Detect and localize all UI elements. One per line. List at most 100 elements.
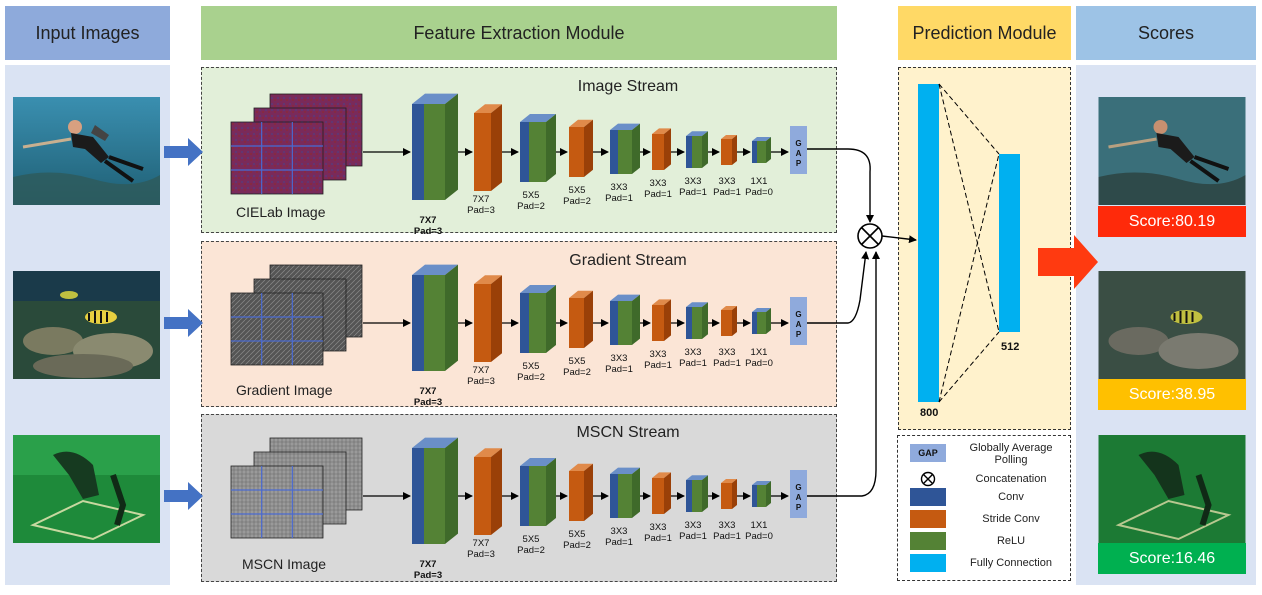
block-side	[584, 119, 593, 177]
gap-letter: P	[796, 503, 802, 512]
block-top	[686, 302, 708, 307]
gap-block	[790, 470, 807, 518]
output-arrow	[1038, 235, 1098, 289]
layer-block-5	[610, 123, 640, 174]
layer-label-1: 7X7 Pad=3	[413, 559, 443, 581]
stride-conv-face	[721, 310, 732, 336]
block-side	[445, 93, 458, 200]
relu-face	[529, 293, 546, 353]
block-top	[752, 481, 771, 485]
legend-row-gap: GAP Globally Average Polling	[898, 442, 1072, 466]
layer-block-2	[474, 448, 502, 535]
concatenation-icon	[920, 471, 936, 487]
block-top	[569, 119, 593, 127]
gap-block	[790, 126, 807, 174]
layer-block-1	[412, 264, 458, 371]
block-side	[766, 481, 771, 507]
layer-block-4	[569, 119, 593, 177]
mscn-caption: MSCN Image	[242, 556, 327, 572]
block-top	[610, 294, 640, 301]
relu-face	[618, 130, 632, 174]
mscn-stream-title: MSCN Stream	[576, 424, 680, 441]
layer-block-3	[520, 285, 556, 353]
connection-mscn-stream	[807, 251, 880, 497]
gap-letter: G	[795, 139, 801, 148]
relu-swatch	[910, 532, 946, 550]
layer-block-5	[610, 467, 640, 518]
block-top	[721, 135, 737, 139]
layer-label-2: 7X7 Pad=3	[467, 365, 495, 387]
image-stream-title: Image Stream	[577, 78, 679, 95]
block-side	[766, 137, 771, 163]
legend-row-fc: Fully Connection	[898, 554, 1072, 574]
scores-title: Scores	[1137, 22, 1195, 43]
layer-label-4: 5X5 Pad=2	[563, 185, 591, 207]
layer-label-5: 3X3 Pad=1	[605, 526, 633, 548]
block-top	[474, 104, 502, 113]
fc-connection-4	[938, 331, 1000, 403]
conv-face	[686, 480, 692, 512]
layer-block-1	[412, 437, 458, 544]
stride-conv-face	[569, 471, 584, 521]
score-badge-1: Score:80.19	[1098, 206, 1246, 237]
layer-label-9: 1X1 Pad=0	[745, 176, 773, 198]
fc-512-label: 512	[1001, 341, 1020, 353]
block-side	[584, 290, 593, 348]
block-side	[632, 294, 640, 345]
legend-conv-label: Conv	[998, 491, 1024, 503]
layer-label-8: 3X3 Pad=1	[713, 176, 741, 198]
relu-face	[424, 275, 445, 371]
feature-extraction-title: Feature Extraction Module	[413, 22, 625, 43]
layer-block-7	[686, 131, 708, 168]
conv-face	[520, 466, 529, 526]
layer-label-3: 5X5 Pad=2	[517, 361, 545, 383]
layer-label-4: 5X5 Pad=2	[563, 529, 591, 551]
input-arrow	[164, 482, 203, 510]
block-side	[732, 306, 737, 336]
gap-letter: P	[796, 159, 802, 168]
layer-label-7: 3X3 Pad=1	[679, 347, 707, 369]
relu-face	[692, 136, 702, 168]
layer-label-9: 1X1 Pad=0	[745, 520, 773, 542]
block-top	[520, 285, 556, 293]
block-top	[520, 114, 556, 122]
fc-800-label: 800	[920, 407, 939, 419]
fc-swatch	[910, 554, 946, 572]
fc-connection-1	[938, 83, 1000, 155]
legend-stride-label: Stride Conv	[982, 513, 1040, 525]
legend-fc-label: Fully Connection	[970, 557, 1052, 569]
input-arrow	[164, 309, 203, 337]
layer-block-6	[652, 472, 671, 514]
block-top	[686, 131, 708, 136]
layer-block-5	[610, 294, 640, 345]
conv-face	[752, 485, 757, 507]
layer-block-7	[686, 302, 708, 339]
stacked-image-3	[230, 465, 324, 539]
gap-letter: A	[796, 493, 802, 502]
stride-conv-face	[652, 134, 664, 170]
input-image-fish	[13, 271, 160, 379]
block-top	[721, 479, 737, 483]
input-images-header: Input Images	[5, 6, 170, 60]
conv-face	[752, 141, 757, 163]
layer-label-1: 7X7 Pad=3	[413, 215, 443, 237]
layer-block-2	[474, 275, 502, 362]
layer-label-7: 3X3 Pad=1	[679, 176, 707, 198]
output-image-green	[1098, 435, 1246, 543]
legend-relu-label: ReLU	[996, 535, 1026, 547]
conv-face	[520, 122, 529, 182]
stride-conv-face	[721, 483, 732, 509]
block-side	[546, 114, 556, 182]
conv-face	[686, 307, 692, 339]
gradient-stream-title: Gradient Stream	[569, 252, 687, 269]
legend: GAP Globally Average Polling Concatenati…	[897, 435, 1071, 581]
stride-conv-face	[721, 139, 732, 165]
block-side	[546, 285, 556, 353]
stride-conv-swatch	[910, 510, 946, 528]
gap-letter: P	[796, 330, 802, 339]
relu-face	[618, 474, 632, 518]
block-side	[632, 467, 640, 518]
